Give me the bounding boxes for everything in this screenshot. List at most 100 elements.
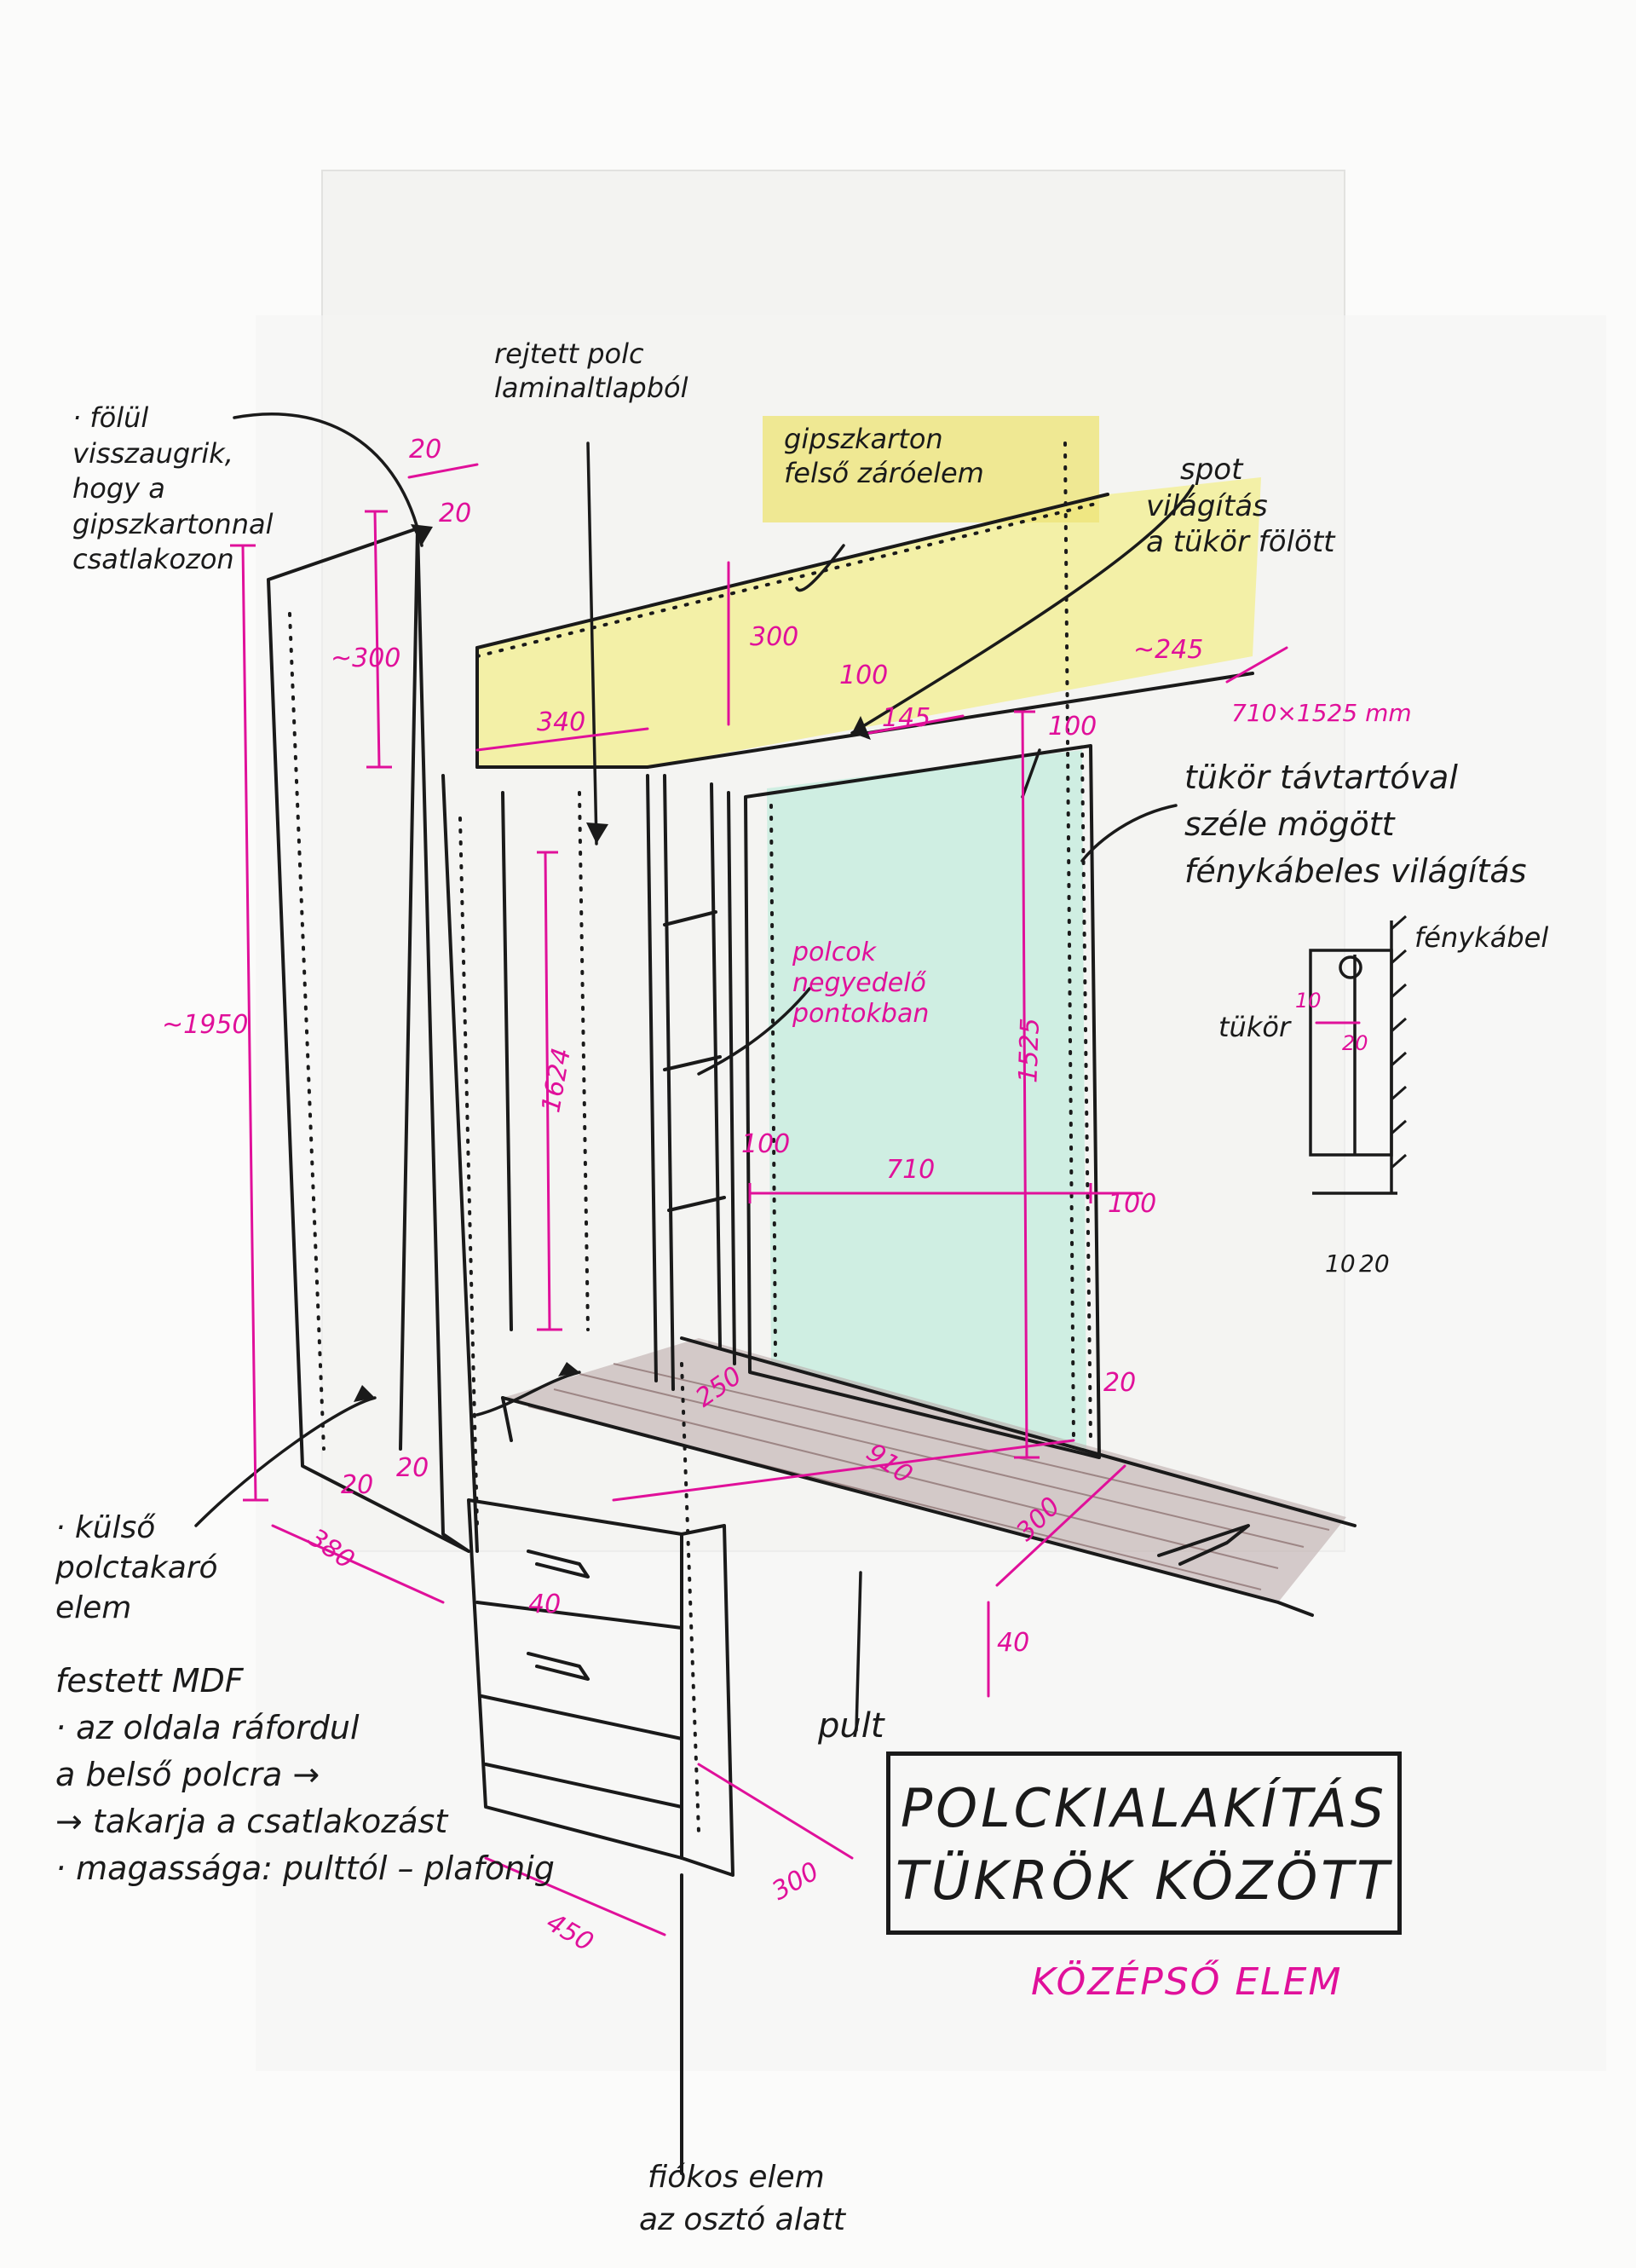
dim-20f: 20 — [341, 1470, 374, 1500]
note-shelves-line: pontokban — [792, 999, 930, 1029]
drawer-divider-3 — [484, 1763, 683, 1809]
dim-20c: 20 — [1342, 1031, 1368, 1055]
dim-10b: 10 — [1325, 1249, 1356, 1278]
note-outer-line: elem — [55, 1590, 132, 1625]
note-outer-element: · külső polctakaró elem — [55, 1509, 218, 1628]
counter-support — [1157, 1524, 1250, 1566]
note-top-left: · fölül visszaugrik, hogy a gipszkartonn… — [72, 401, 273, 578]
note-mirror: tükör távtartóval széle mögött fénykábel… — [1184, 754, 1527, 895]
mirror-glass — [767, 750, 1086, 1449]
title-line-2: TÜKRÖK KÖZÖTT — [896, 1850, 1392, 1912]
note-hidden-shelf-line: laminaltlapból — [494, 372, 688, 404]
note-gypsum: gipszkarton felső záróelem — [784, 422, 984, 490]
dim-100d: 100 — [1108, 1189, 1157, 1219]
dim-710: 710 — [886, 1155, 936, 1185]
outer-panel-inner-edge — [441, 774, 479, 1553]
dim-100c: 100 — [741, 1129, 791, 1159]
ink-leaders — [194, 413, 1195, 1732]
detail-mirror-label: tükör — [1218, 1011, 1291, 1043]
drawer-handle-2 — [527, 1652, 590, 1681]
counter-shade — [503, 1338, 1346, 1602]
note-drawer-line: fiókos elem — [648, 2160, 825, 2195]
note-top-left-line: · fölül — [72, 401, 149, 434]
drawer-unit-side — [680, 1524, 734, 1877]
note-gypsum-line: felső záróelem — [784, 457, 984, 489]
dim-145: 145 — [882, 703, 931, 733]
section-detail — [1309, 920, 1397, 1195]
note-shelves-line: negyedelő — [792, 968, 926, 998]
note-gypsum-line: gipszkarton — [784, 423, 943, 455]
note-mirror-line: széle mögött — [1184, 805, 1395, 844]
note-desc-line: · magassága: pulttól – plafonig — [55, 1850, 555, 1888]
dim-1950: ~1950 — [162, 1010, 249, 1040]
note-spot: spot világítás a tükör fölött — [1146, 452, 1334, 561]
counter-back — [680, 1336, 1357, 1527]
shelf-1 — [663, 910, 717, 926]
dotted-joints — [288, 441, 1101, 1834]
note-desc-line: → takarja a csatlakozást — [55, 1803, 448, 1841]
dim-1525: 1525 — [1013, 1017, 1046, 1084]
note-hidden-shelf: rejtett polc laminaltlapból — [494, 337, 688, 405]
note-mirror-line: fénykábeles világítás — [1184, 852, 1527, 891]
note-shelves: polcok negyedelő pontokban — [792, 938, 929, 1030]
ink-arrowheads — [354, 524, 871, 1402]
note-shelves-line: polcok — [792, 938, 876, 967]
gypsum-label-highlight — [763, 416, 1099, 522]
shelf-cabinet-left — [501, 791, 513, 1331]
mirror-size-label: 710×1525 mm — [1231, 699, 1412, 727]
section-wall-hatch — [1391, 915, 1407, 1169]
detail-cable-label: fénykábel — [1414, 921, 1549, 954]
note-outer-desc: festett MDF · az oldala ráfordul a belső… — [55, 1658, 555, 1892]
outer-panel-outline — [267, 527, 470, 1553]
dim-100a: 100 — [839, 661, 889, 690]
dim-340: 340 — [537, 707, 586, 737]
dim-40a: 40 — [997, 1628, 1030, 1658]
dim-20a: 20 — [409, 435, 442, 465]
dim-20g: 20 — [396, 1453, 429, 1483]
drawer-divider-1 — [475, 1601, 683, 1630]
note-desc-line: a belső polcra → — [55, 1756, 320, 1794]
note-drawer-line: az osztó alatt — [639, 2202, 846, 2238]
dim-245: ~245 — [1133, 635, 1204, 665]
counter-hatching — [527, 1363, 1330, 1590]
dim-300b: 300 — [750, 622, 799, 652]
dim-100b: 100 — [1048, 712, 1097, 742]
title-line-1: POLCKIALAKÍTÁS — [900, 1777, 1388, 1839]
outer-panel-front-edge — [399, 527, 419, 1451]
note-spot-line: spot — [1180, 453, 1243, 487]
shelf-cabinet-back — [663, 774, 675, 1391]
drawer-handle-1 — [527, 1550, 590, 1578]
note-top-left-line: gipszkartonnal — [72, 507, 274, 540]
drawer-divider-2 — [480, 1694, 683, 1740]
title-box: POLCKIALAKÍTÁS TÜKRÖK KÖZÖTT — [886, 1751, 1402, 1935]
note-drawer-element: fiókos elem az osztó alatt — [639, 2156, 845, 2242]
dim-40b: 40 — [528, 1590, 562, 1619]
dimension-lines — [241, 463, 1361, 1936]
dim-20b: 20 — [439, 499, 472, 528]
note-outer-line: · külső — [55, 1510, 156, 1545]
note-desc-line: festett MDF — [55, 1662, 244, 1700]
note-top-left-line: csatlakozon — [72, 543, 234, 576]
note-mirror-line: tükör távtartóval — [1184, 759, 1458, 796]
shelf-2 — [663, 1055, 722, 1071]
mirror-side-left — [727, 791, 736, 1365]
note-spot-line: világítás — [1146, 488, 1268, 523]
note-outer-line: polctakaró — [55, 1550, 218, 1585]
dim-300a: ~300 — [331, 643, 401, 673]
gypsum-bottom-edge — [475, 672, 1254, 769]
note-desc-line: · az oldala ráfordul — [55, 1709, 360, 1747]
note-hidden-shelf-line: rejtett polc — [494, 338, 644, 370]
gypsum-top-outline — [475, 493, 1109, 649]
note-top-left-line: hogy a — [72, 472, 165, 505]
note-spot-line: a tükör fölött — [1146, 525, 1335, 559]
subtitle-label: KÖZÉPSŐ ELEM — [1031, 1960, 1343, 2004]
mirror-frame — [744, 744, 1101, 1459]
shelf-3 — [667, 1196, 726, 1212]
dim-10a: 10 — [1295, 989, 1322, 1013]
dimension-ticks — [230, 510, 1092, 1502]
dim-20e: 20 — [1103, 1368, 1137, 1398]
dim-20d: 20 — [1359, 1249, 1390, 1278]
counter-label: pult — [818, 1706, 884, 1746]
